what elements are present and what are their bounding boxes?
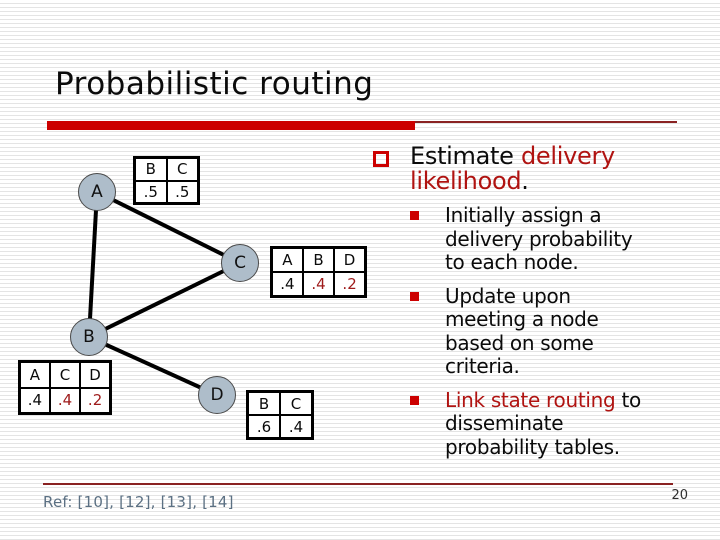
node-a-label: A xyxy=(91,182,103,202)
table-c-header: A xyxy=(270,246,304,273)
table-a-header: B xyxy=(133,156,168,182)
probability-table-a: B C .5 .5 xyxy=(133,156,200,205)
bullet-sub-3-text: Link state routing to disseminate probab… xyxy=(445,387,641,459)
filled-square-bullet-icon xyxy=(410,395,419,405)
table-b-header: D xyxy=(79,360,112,389)
bullet-list: Estimate delivery likelihood. Initially … xyxy=(373,144,703,459)
table-c-value: .2 xyxy=(333,271,367,298)
table-c-value: .4 xyxy=(270,271,304,298)
probability-table-b: A C D .4 .4 .2 xyxy=(18,360,112,415)
table-d-value: .4 xyxy=(279,414,314,440)
footer-references: Ref: [10], [12], [13], [14] xyxy=(43,493,234,511)
bullet-sub-1-text: Initially assign a delivery probability … xyxy=(445,203,633,274)
node-b: B xyxy=(70,318,108,356)
node-a: A xyxy=(78,173,116,211)
title-underline-rule xyxy=(415,121,677,123)
table-d-value: .6 xyxy=(246,414,281,440)
table-d-header: B xyxy=(246,390,281,416)
table-c-header: B xyxy=(301,246,336,273)
node-d: D xyxy=(198,376,236,414)
table-b-value: .4 xyxy=(48,386,82,415)
bullet-main: Estimate delivery likelihood. xyxy=(373,144,703,194)
bullet-main-text: Estimate delivery likelihood. xyxy=(410,142,615,195)
table-b-value: .4 xyxy=(18,386,51,415)
table-b-value: .2 xyxy=(79,386,112,415)
table-d-header: C xyxy=(279,390,314,416)
filled-square-bullet-icon xyxy=(410,211,419,220)
node-c: C xyxy=(221,244,259,282)
bullet-sub-2-text: Update upon meeting a node based on some… xyxy=(445,283,599,378)
bullet-sub-3: Link state routing to disseminate probab… xyxy=(410,387,703,460)
node-c-label: C xyxy=(234,253,246,273)
bullet-sub-1: Initially assign a delivery probability … xyxy=(410,203,703,275)
probability-table-d: B C .6 .4 xyxy=(246,390,314,440)
footer-rule xyxy=(43,483,673,485)
table-c-value: .4 xyxy=(301,271,336,298)
page-number: 20 xyxy=(671,488,688,503)
bullet-sub-2: Update upon meeting a node based on some… xyxy=(410,283,703,379)
title-underline-bar xyxy=(47,121,415,130)
filled-square-bullet-icon xyxy=(410,291,419,301)
table-a-header: C xyxy=(165,156,200,182)
node-b-label: B xyxy=(83,327,95,347)
table-b-header: A xyxy=(18,360,51,389)
probability-table-c: A B D .4 .4 .2 xyxy=(270,246,367,298)
table-c-header: D xyxy=(333,246,367,273)
slide-title: Probabilistic routing xyxy=(55,66,374,102)
table-a-value: .5 xyxy=(133,179,168,205)
node-d-label: D xyxy=(210,385,224,405)
table-a-value: .5 xyxy=(165,179,200,205)
table-b-header: C xyxy=(48,360,82,389)
hollow-square-bullet-icon xyxy=(373,151,389,167)
